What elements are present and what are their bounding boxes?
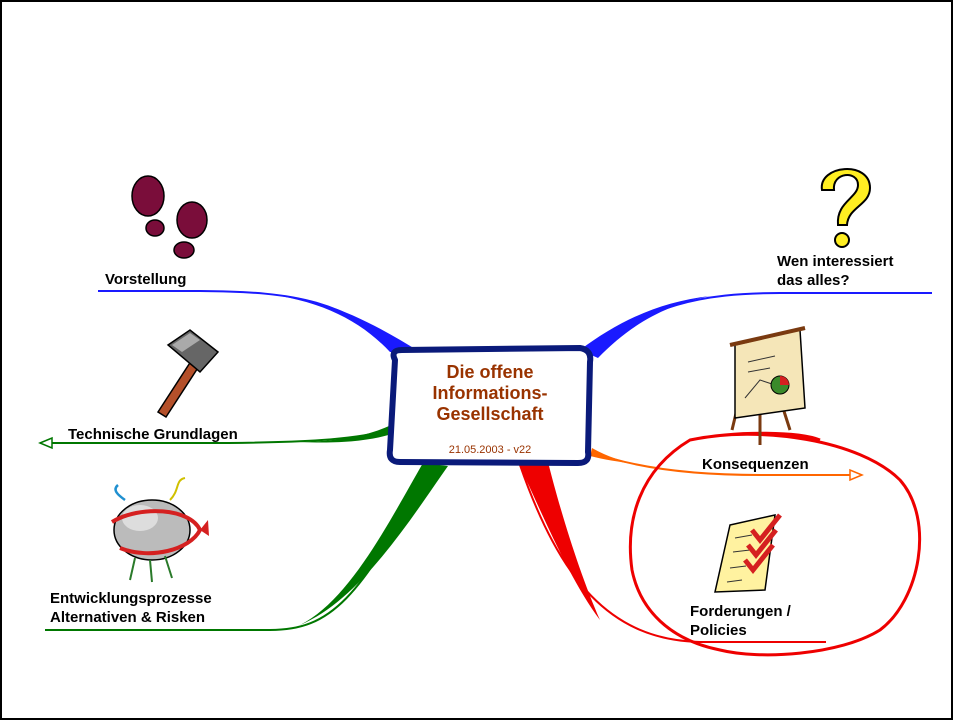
highlight-ellipse: [628, 431, 922, 657]
branch-vorstellung: [98, 290, 420, 356]
question-mark-icon: [820, 168, 872, 248]
tornado-icon: [110, 477, 209, 583]
label-technische-grundlagen[interactable]: Technische Grundlagen: [68, 426, 238, 443]
center-node[interactable]: [386, 345, 594, 466]
label-forderungen-line2: Policies: [690, 622, 747, 639]
center-title-line1: Die offene: [446, 362, 534, 382]
label-vorstellung[interactable]: Vorstellung: [105, 271, 187, 288]
label-wen-line1: Wen interessiert: [777, 253, 894, 270]
center-title-line3: Gesellschaft: [436, 404, 544, 424]
branch-entwicklung: [45, 463, 448, 631]
center-title: Die offene Informations- Gesellschaft: [395, 362, 585, 425]
label-konsequenzen[interactable]: Konsequenzen: [702, 456, 809, 473]
label-entwicklung-line1: Entwicklungsprozesse: [50, 590, 212, 607]
checklist-icon: [714, 513, 782, 593]
label-wen-interessiert[interactable]: Wen interessiert das alles?: [777, 252, 893, 290]
branch-wen: [580, 292, 932, 358]
label-forderungen[interactable]: Forderungen / Policies: [690, 602, 791, 640]
center-title-line2: Informations-: [432, 383, 548, 403]
flipchart-icon: [729, 326, 806, 445]
hammer-icon: [156, 329, 220, 419]
branch-konsequenzen: [590, 448, 864, 482]
footprints-icon: [131, 175, 208, 259]
label-entwicklungsprozesse[interactable]: Entwicklungsprozesse Alternativen & Risk…: [50, 589, 212, 627]
branch-forderungen: [518, 462, 826, 643]
center-date: 21.05.2003 - v22: [448, 444, 532, 456]
label-forderungen-line1: Forderungen /: [690, 603, 791, 620]
label-wen-line2: das alles?: [777, 272, 850, 289]
branch-technische: [38, 423, 398, 450]
label-entwicklung-line2: Alternativen & Risken: [50, 609, 206, 626]
